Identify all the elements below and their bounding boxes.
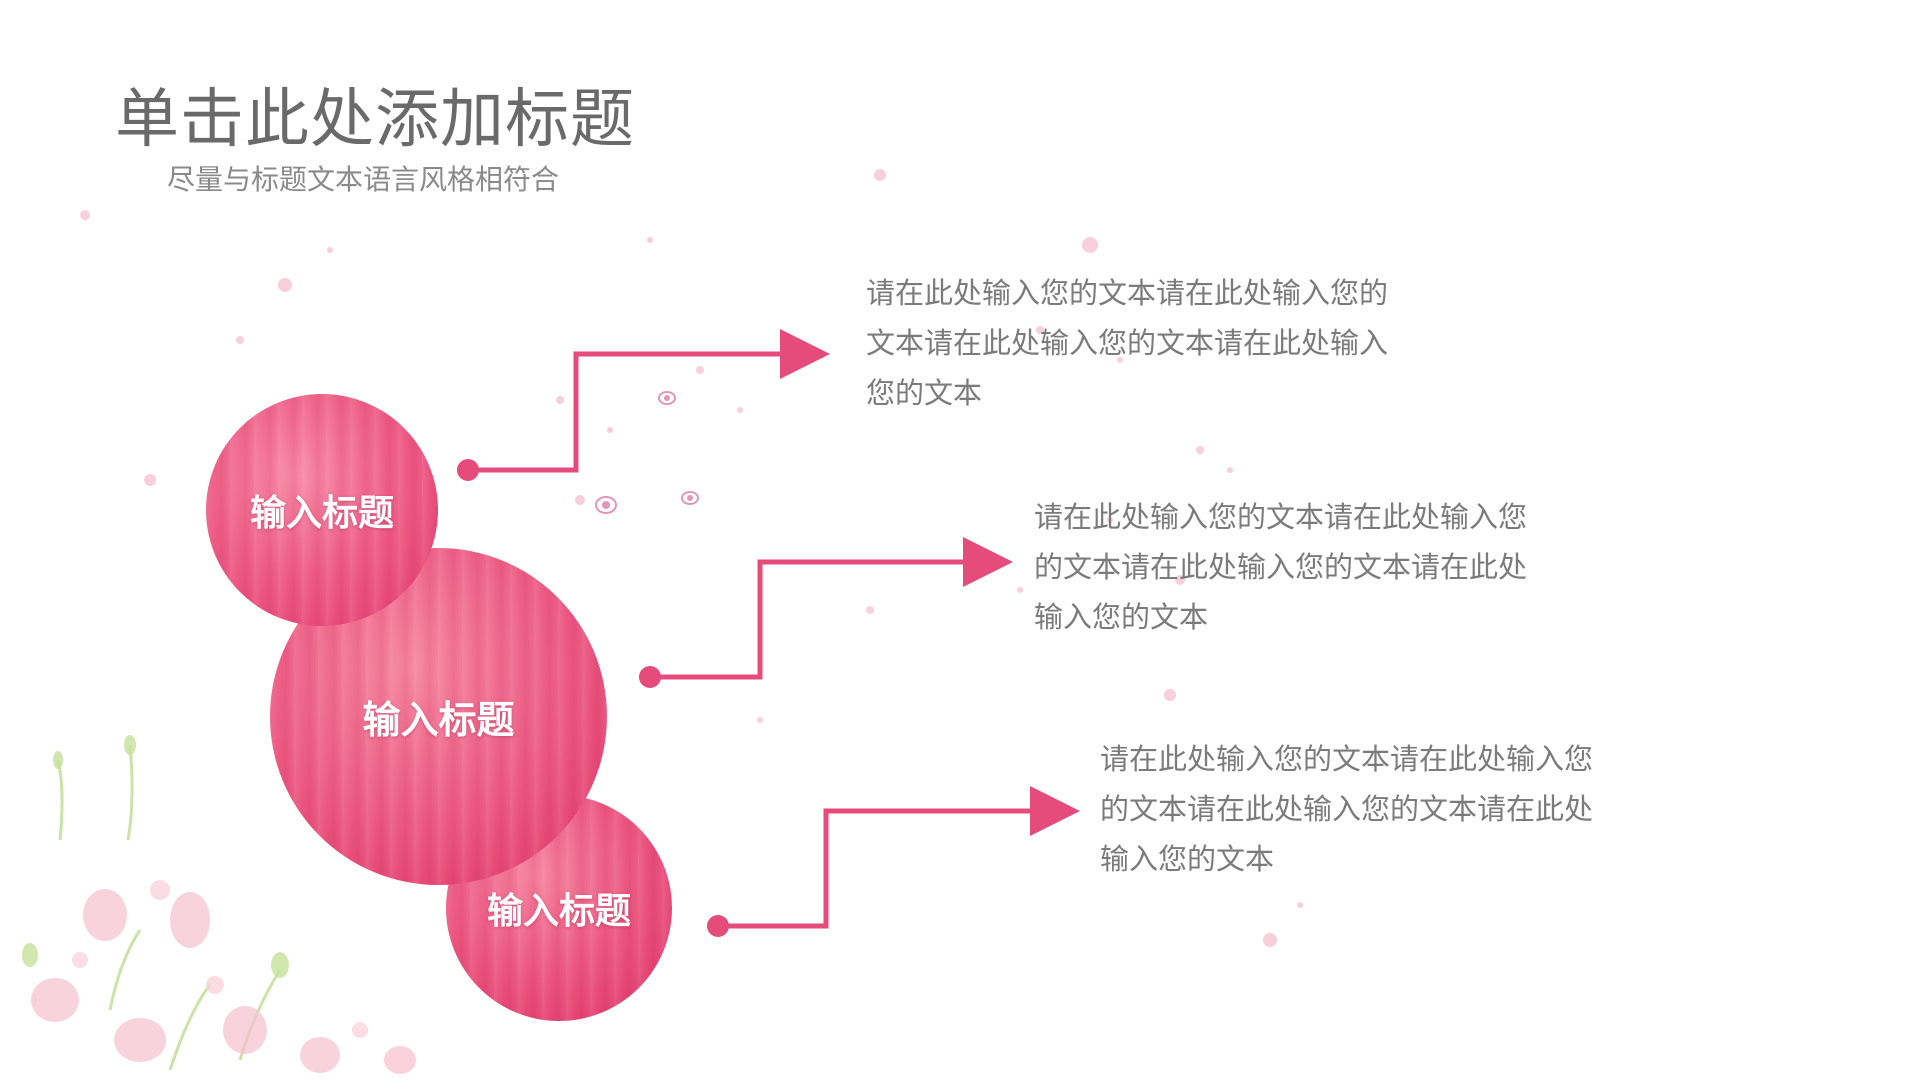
description-line: 请在此处输入您的文本请在此处输入您的 (866, 276, 1389, 310)
description-line: 请在此处输入您的文本请在此处输入您 (1034, 500, 1528, 534)
description-line: 的文本请在此处输入您的文本请在此处 (1100, 792, 1594, 826)
circle-label: 输入标题 (362, 698, 515, 742)
page-subtitle: 尽量与标题文本语言风格相符合 (167, 163, 560, 196)
circle-label: 输入标题 (249, 493, 394, 534)
connector-3 (707, 786, 1080, 937)
description-block-1: 请在此处输入您的文本请在此处输入您的 文本请在此处输入您的文本请在此处输入 您的… (866, 268, 1486, 418)
connector-arrow (468, 329, 830, 473)
circle-title-2[interactable]: 输入标题 (270, 548, 607, 885)
connector-arrow (650, 537, 1013, 680)
page-title: 单击此处添加标题 (115, 83, 635, 157)
description-line: 请在此处输入您的文本请在此处输入您 (1100, 742, 1594, 776)
watercolor-texture (206, 394, 438, 626)
description-line: 文本请在此处输入您的文本请在此处输入 (866, 326, 1389, 360)
description-block-3: 请在此处输入您的文本请在此处输入您 的文本请在此处输入您的文本请在此处 输入您的… (1100, 734, 1670, 884)
circle-title-1[interactable]: 输入标题 (206, 394, 438, 626)
description-line: 输入您的文本 (1034, 600, 1209, 634)
description-line: 输入您的文本 (1100, 842, 1275, 876)
circle-label: 输入标题 (486, 891, 631, 932)
description-line: 的文本请在此处输入您的文本请在此处 (1034, 550, 1528, 584)
description-block-2: 请在此处输入您的文本请在此处输入您 的文本请在此处输入您的文本请在此处 输入您的… (1034, 492, 1594, 642)
connector-arrow (718, 786, 1080, 929)
connector-1 (457, 329, 830, 481)
description-line: 您的文本 (866, 376, 983, 410)
connector-2 (639, 537, 1013, 688)
